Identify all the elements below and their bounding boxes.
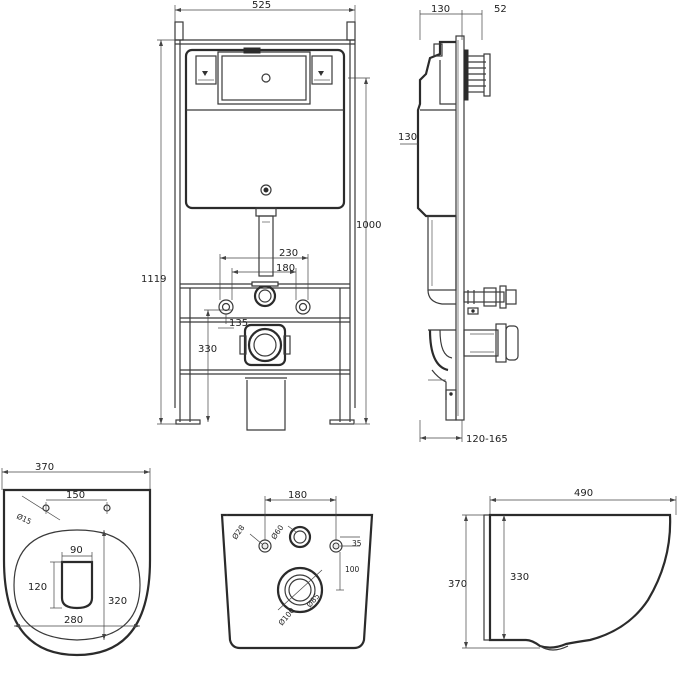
outlet-spacing-outer-label: 230	[279, 248, 298, 259]
offset-small-label: 35	[352, 539, 362, 548]
inlet-offset-label: 135	[229, 318, 248, 329]
seat-width-label: 90	[70, 545, 83, 556]
side-depth-front-label: 130	[431, 4, 450, 15]
bowl-length-label: 490	[574, 488, 593, 499]
drain-height-label: 330	[198, 344, 217, 355]
offset-large-label: 100	[345, 565, 360, 574]
seat-depth-label: 120	[28, 582, 47, 593]
side-depth-body-label: 130	[398, 132, 417, 143]
frame-front-view: 525	[141, 0, 381, 431]
bolt-spacing-label: 180	[288, 490, 307, 501]
outlet-spacing-inner-label: 180	[276, 263, 295, 274]
bowl-height-inner-label: 330	[510, 572, 529, 583]
frame-width-label: 525	[252, 0, 271, 11]
plate-ribs	[468, 53, 491, 97]
bolt-diameter-label: Ø28	[230, 523, 246, 541]
inner-width-label: 280	[64, 615, 83, 626]
inlet-diameter-label: Ø60	[269, 523, 285, 541]
frame-side-view: 130 52 130	[398, 4, 519, 445]
frame-height-label: 1119	[141, 274, 166, 285]
bowl-height-outer-label: 370	[448, 579, 467, 590]
bowl-side-view: 490 370 330	[448, 488, 677, 651]
bowl-back-view: 180 Ø28 Ø60 35 100 Ø85 Ø100	[220, 490, 374, 650]
hole-spacing-label: 150	[66, 490, 85, 501]
cistern-height-label: 1000	[356, 220, 381, 231]
inner-length-label: 320	[108, 596, 127, 607]
side-depth-plate-label: 52	[494, 4, 507, 15]
bowl-width-label: 370	[35, 462, 54, 473]
hole-diameter-label: Ø15	[15, 512, 33, 527]
outlet-outer-diameter-label: Ø100	[277, 606, 297, 627]
wall-range-label: 120-165	[466, 434, 508, 445]
bowl-top-view: 370 150 Ø15 90 120 320 280	[1, 462, 152, 657]
